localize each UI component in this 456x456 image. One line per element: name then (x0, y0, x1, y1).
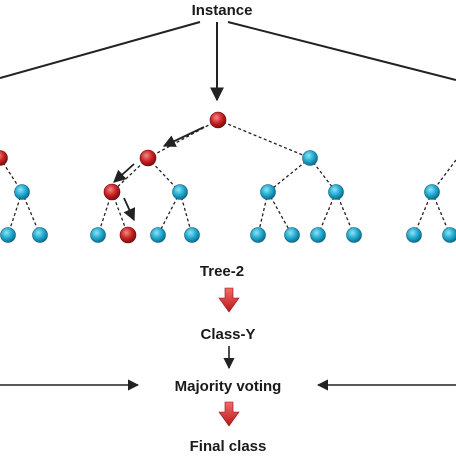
tree-node (310, 227, 326, 243)
fanout-line-right (227, 21, 456, 81)
tree-node (406, 227, 422, 243)
tree-nodes (0, 111, 456, 244)
instance-label: Instance (192, 2, 253, 19)
tree-node-active (209, 111, 227, 129)
tree-node (184, 227, 200, 243)
tree-node (150, 227, 166, 243)
down-arrow-icon (218, 401, 240, 427)
tree-node (172, 184, 188, 200)
tree-label: Tree-2 (200, 263, 244, 280)
decision-path-arrows (113, 126, 205, 222)
majority-voting-label: Majority voting (175, 378, 282, 395)
tree-node (424, 184, 440, 200)
tree-node (90, 227, 106, 243)
tree-node-active (103, 183, 121, 201)
tree-node-active (119, 226, 137, 244)
fanout-line-left (0, 21, 201, 79)
tree-node (328, 184, 344, 200)
tree-node (14, 184, 30, 200)
tree-node (250, 227, 266, 243)
tree-node (260, 184, 276, 200)
class-label: Class-Y (200, 326, 255, 343)
final-class-label: Final class (190, 438, 267, 455)
tree-node (442, 227, 456, 243)
tree-node (284, 227, 300, 243)
tree-node (0, 227, 16, 243)
tree-node (346, 227, 362, 243)
down-arrow-icon (218, 287, 240, 313)
tree-node-active (0, 150, 8, 166)
tree-node (302, 150, 318, 166)
instance-fanout-lines (0, 21, 456, 102)
tree-node (32, 227, 48, 243)
tree-node-active (139, 149, 157, 167)
tree-edges (0, 119, 456, 236)
